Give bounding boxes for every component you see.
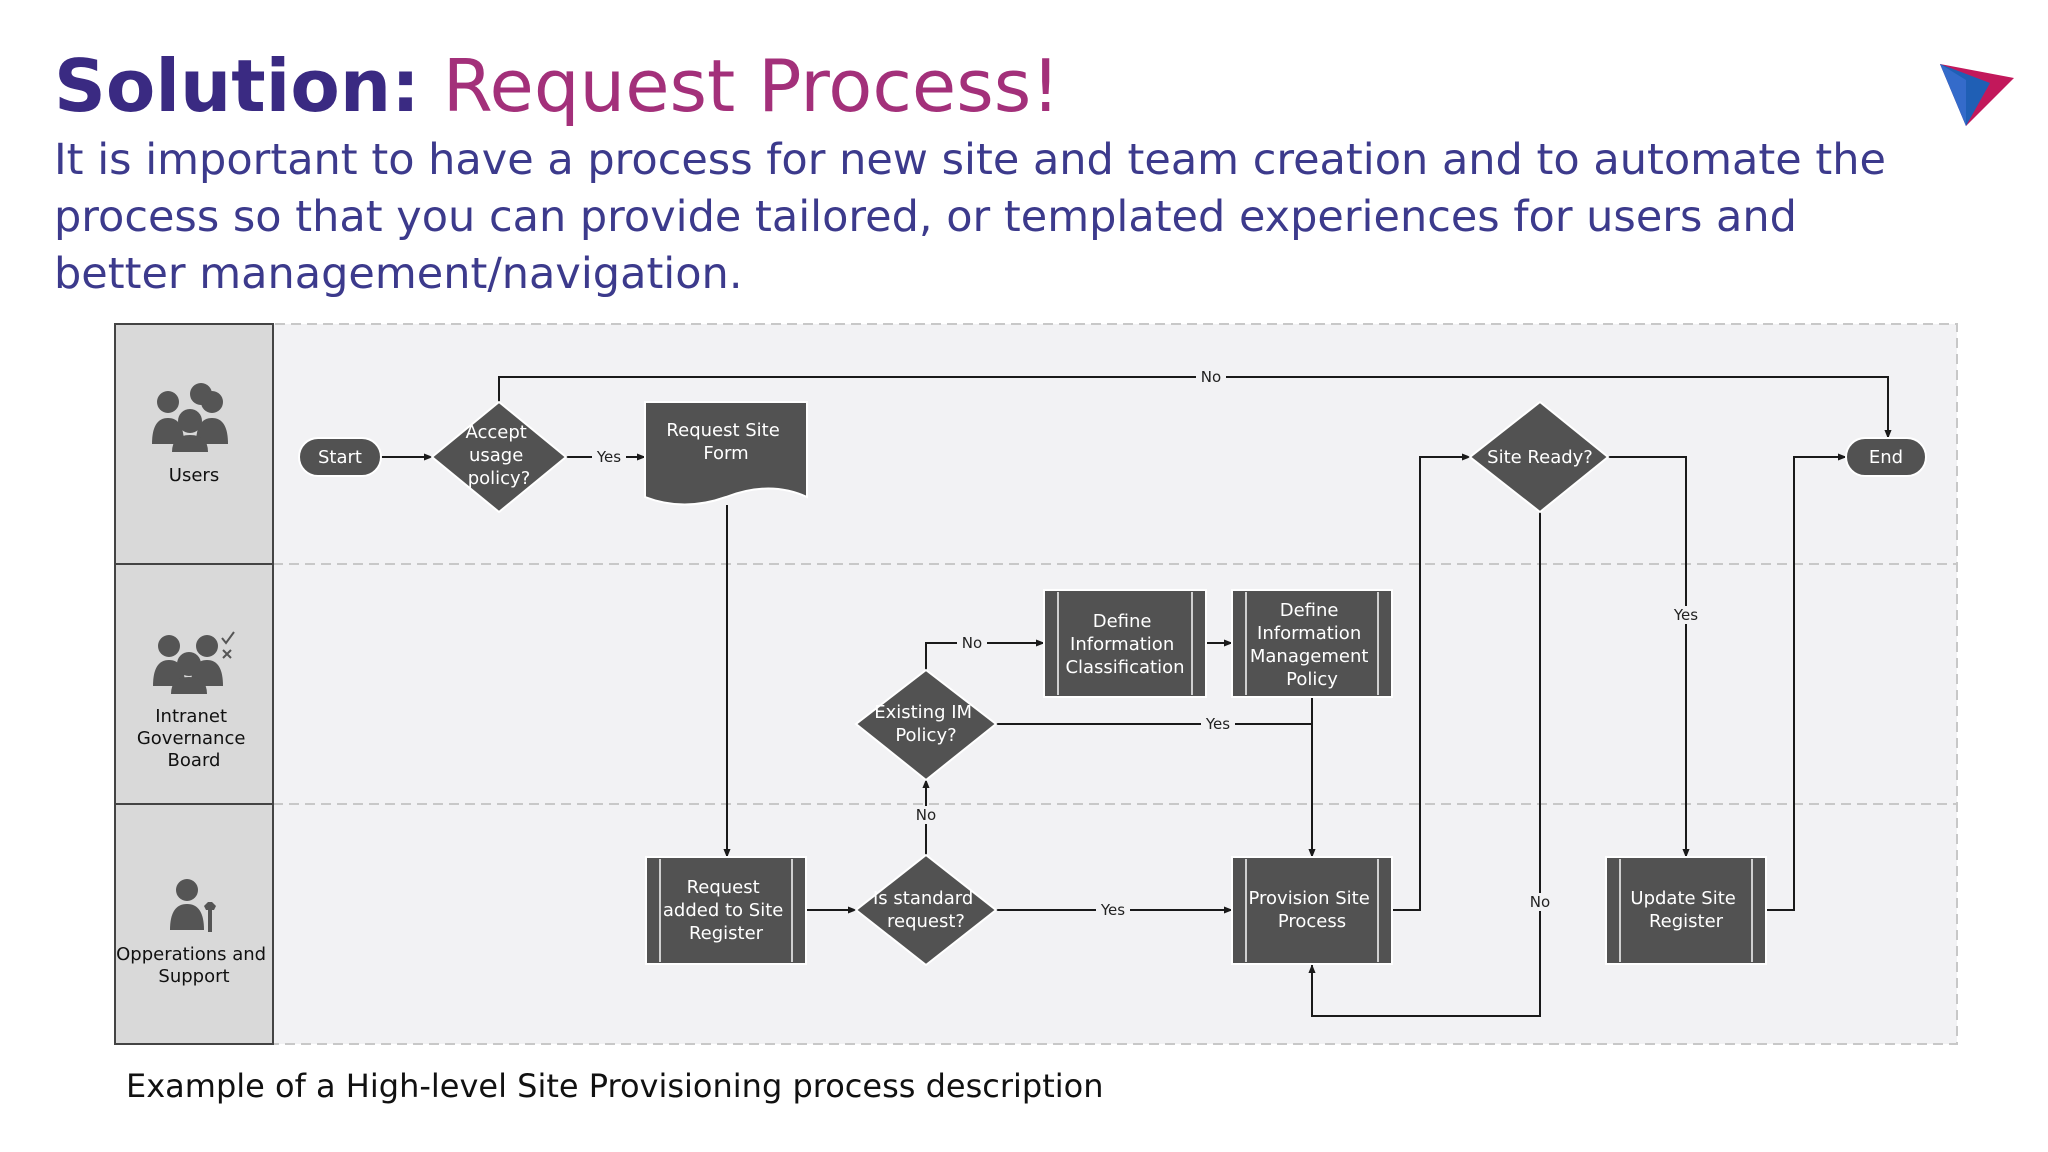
shape-label-define-policy: Define Information Management Policy: [1250, 600, 1374, 690]
shape-existing-im-policy: [854, 668, 998, 782]
edge-label-standard-yes: Yes: [1100, 901, 1125, 919]
lane-label-users: Users: [169, 465, 219, 486]
users-group-icon: [152, 383, 228, 452]
governance-board-icon: [153, 631, 235, 694]
lane-label-governance: Intranet Governance Board: [137, 706, 251, 771]
edge-existing-no: [925, 639, 1045, 670]
operations-support-icon: [170, 879, 216, 932]
shape-define-policy: [1231, 589, 1393, 698]
edge-accept-no: [498, 376, 1892, 439]
edge-provision-to-ready: [1392, 453, 1471, 911]
edge-label-standard-no: No: [916, 806, 936, 824]
shape-label-request-added: Request added to Site Register: [663, 877, 789, 944]
shape-label-is-standard: Is standard request?: [873, 888, 979, 932]
shape-request-added: [645, 856, 807, 965]
edge-ready-yes: [1608, 456, 1690, 858]
slide-title-rest: Request Process!: [419, 44, 1061, 128]
edge-label-existing-no: No: [962, 634, 982, 652]
shape-label-existing-im: Existing IM Policy?: [874, 702, 978, 746]
shape-provision-site: [1231, 856, 1393, 965]
shape-accept-usage-policy: [430, 400, 568, 514]
shape-update-register: [1605, 856, 1767, 965]
edge-label-accept-no: No: [1201, 368, 1221, 386]
edge-label-ready-yes: Yes: [1673, 606, 1698, 624]
shape-is-standard-request: [854, 853, 998, 967]
shape-end: [1845, 437, 1927, 477]
slide-subtitle: It is important to have a process for ne…: [54, 135, 1886, 299]
shape-label-end: End: [1869, 447, 1903, 468]
edge-label-existing-yes: Yes: [1205, 715, 1230, 733]
shape-request-site-form: [644, 401, 808, 506]
slide-title: Solution: Request Process!: [54, 36, 1060, 136]
edge-label-accept-yes: Yes: [596, 448, 621, 466]
shape-label-provision: Provision Site Process: [1248, 888, 1375, 932]
shape-label-request-form: Request Site Form: [666, 420, 785, 464]
diagram-caption: Example of a High-level Site Provisionin…: [126, 1067, 1104, 1105]
slide-title-bold: Solution:: [54, 44, 420, 128]
shape-start: [298, 437, 382, 477]
shape-label-accept: Accept usage policy?: [465, 422, 532, 489]
edge-update-to-end: [1766, 453, 1847, 911]
lane-label-operations: Opperations and Support: [116, 944, 272, 987]
shape-label-site-ready: Site Ready?: [1487, 447, 1593, 468]
edge-ready-no: [1308, 512, 1541, 1017]
shape-define-classification: [1043, 589, 1207, 698]
shape-label-update-register: Update Site Register: [1630, 888, 1741, 932]
edge-label-ready-no: No: [1530, 893, 1550, 911]
shape-label-define-classification: Define Information Classification: [1065, 611, 1184, 678]
brand-logo-icon: [1940, 64, 2014, 126]
shape-site-ready: [1468, 400, 1610, 514]
shape-label-start: Start: [318, 447, 362, 468]
